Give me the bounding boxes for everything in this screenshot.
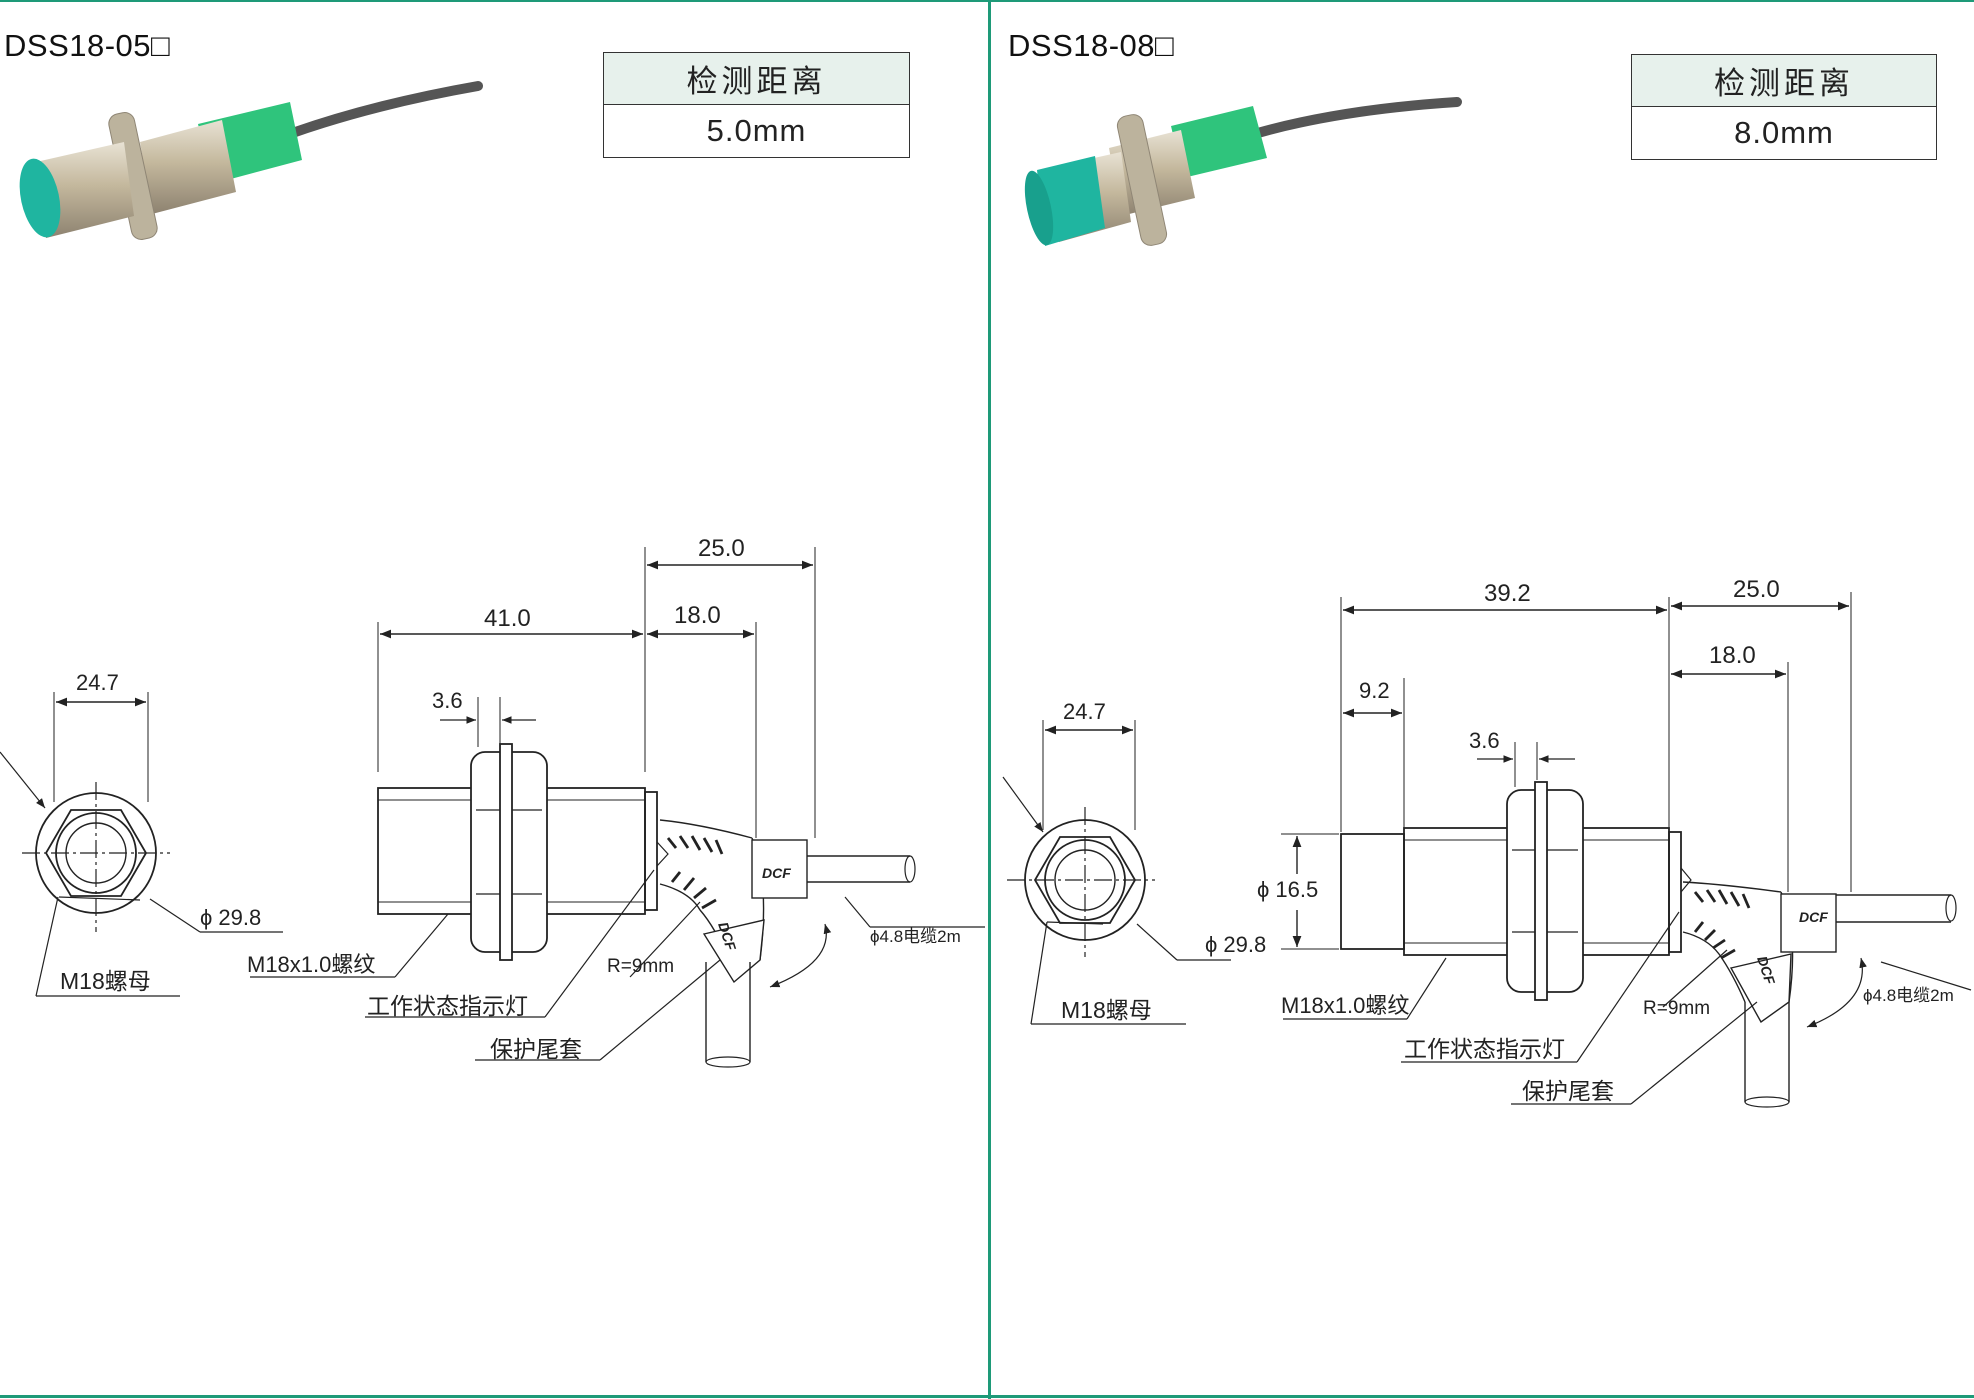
label-thread: M18x1.0螺纹 — [247, 952, 375, 977]
dim-tail-short: 18.0 — [1709, 642, 1756, 669]
label-nut: M18螺母 — [1061, 997, 1152, 1023]
dim-head-diameter: ϕ 16.5 — [1257, 877, 1318, 902]
sensor-drawing: 24.7 ϕ 29.8 M18螺母 — [0, 81, 985, 1068]
photo-thread — [36, 142, 134, 238]
panel-dss18-08: DSS18-08□ 检测距离 8.0mm — [991, 2, 1974, 1395]
brand-mark-straight: DCF — [762, 865, 791, 881]
dim-nut-thickness: 3.6 — [1469, 728, 1500, 753]
detection-distance-value: 8.0mm — [1734, 115, 1834, 150]
front-view — [1002, 720, 1231, 1025]
product-photo — [19, 81, 483, 240]
panel-dss18-05: DSS18-05□ 检测距离 5.0mm — [0, 2, 988, 1395]
side-view — [250, 547, 985, 1068]
model-title: DSS18-05□ — [4, 28, 171, 63]
label-protective-sleeve: 保护尾套 — [1522, 1078, 1614, 1104]
label-protective-sleeve: 保护尾套 — [490, 1036, 582, 1062]
label-cable: ϕ4.8电缆2m — [870, 927, 961, 946]
bottom-border — [0, 1395, 1974, 1398]
washer — [1534, 781, 1548, 1001]
label-cable: ϕ4.8电缆2m — [1863, 986, 1954, 1005]
front-view — [0, 692, 283, 997]
label-indicator-led: 工作状态指示灯 — [367, 993, 528, 1019]
photo-nut — [1116, 114, 1168, 246]
dim-hex-width: 24.7 — [1063, 699, 1106, 724]
top-border — [0, 0, 1974, 2]
sleeve-bend — [702, 919, 765, 984]
dim-tail-long: 25.0 — [1733, 576, 1780, 603]
dim-body-length: 41.0 — [484, 605, 531, 632]
dim-flange-diameter: ϕ 29.8 — [1205, 932, 1266, 957]
dim-hex-width: 24.7 — [76, 670, 119, 695]
panel-divider — [988, 0, 991, 1399]
label-bend-radius: R=9mm — [1643, 998, 1710, 1019]
detection-distance-header: 检测距离 — [604, 53, 909, 105]
dim-tail-short: 18.0 — [674, 602, 721, 629]
detection-distance-header: 检测距离 — [1632, 55, 1936, 107]
sleeve-straight — [1780, 893, 1837, 953]
sleeve-straight — [751, 839, 808, 899]
label-bend-radius: R=9mm — [607, 956, 674, 977]
photo-sensor-face — [1037, 156, 1105, 246]
photo-sensor-face — [19, 158, 61, 238]
photo-body — [140, 120, 236, 214]
dim-head-length: 9.2 — [1359, 678, 1390, 703]
label-nut: M18螺母 — [60, 968, 151, 994]
detection-distance-table: 检测距离 5.0mm — [603, 52, 910, 158]
sensor-drawing: 24.7 ϕ 29.8 M18螺母 — [1002, 97, 1972, 1108]
photo-green-collar — [1171, 106, 1267, 178]
sensor-head-outline — [1340, 833, 1405, 950]
detection-distance-table: 检测距离 8.0mm — [1631, 54, 1937, 160]
label-thread: M18x1.0螺纹 — [1281, 993, 1409, 1018]
dim-flange-diameter: ϕ 29.8 — [200, 905, 261, 930]
side-view — [1281, 592, 1972, 1108]
washer — [499, 743, 513, 961]
product-photo — [1024, 97, 1462, 246]
model-title: DSS18-08□ — [1008, 28, 1175, 63]
dim-nut-thickness: 3.6 — [432, 688, 463, 713]
label-indicator-led: 工作状态指示灯 — [1404, 1036, 1565, 1062]
detection-distance-value: 5.0mm — [706, 113, 807, 148]
brand-mark-straight: DCF — [1799, 909, 1828, 925]
dim-tail-long: 25.0 — [698, 535, 745, 562]
dim-body-length: 39.2 — [1484, 580, 1531, 607]
